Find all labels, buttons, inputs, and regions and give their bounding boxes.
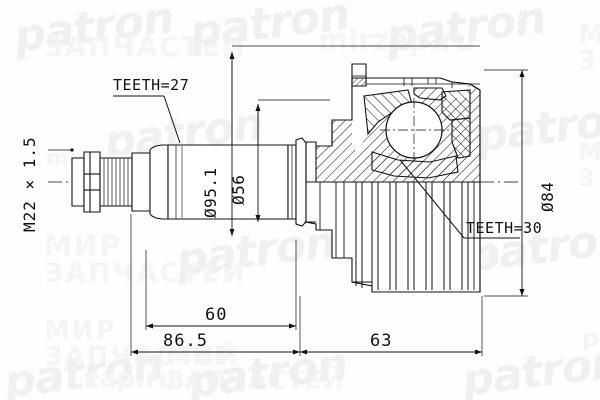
label-teeth-27: TEETH=27	[113, 76, 190, 94]
inner-race-lower	[371, 151, 459, 179]
leader-line-teeth27	[163, 95, 181, 144]
label-thread-m22: M22 × 1.5	[20, 136, 39, 232]
shaft-chamfer-left	[149, 144, 169, 220]
label-diameter-95-1: Ø95.1	[201, 167, 220, 218]
label-teeth-30: TEETH=30	[466, 219, 543, 237]
label-length-86-5: 86.5	[163, 331, 208, 351]
label-diameter-56: Ø56	[229, 174, 248, 205]
spline-lines-30	[355, 182, 469, 290]
thread-end-face	[71, 157, 85, 207]
housing-outline-upper	[306, 77, 481, 147]
hex-nut-body	[83, 151, 101, 213]
leader-line-teeth30	[399, 159, 465, 239]
label-length-63: 63	[370, 331, 393, 351]
label-diameter-84: Ø84	[538, 181, 557, 212]
label-length-60: 60	[205, 305, 228, 325]
spline-barrel-27	[167, 144, 289, 220]
boot-clamp-tab	[351, 63, 367, 78]
housing-lower-outline	[305, 181, 481, 293]
shaft-to-housing-flare	[295, 137, 307, 227]
inner-race-top	[413, 87, 447, 101]
cage-lower-right	[451, 117, 471, 159]
clamp-seal	[351, 77, 367, 87]
leader-dot-m22	[70, 148, 74, 152]
shaft-collar	[131, 152, 151, 212]
cage-upper-right	[441, 89, 471, 121]
